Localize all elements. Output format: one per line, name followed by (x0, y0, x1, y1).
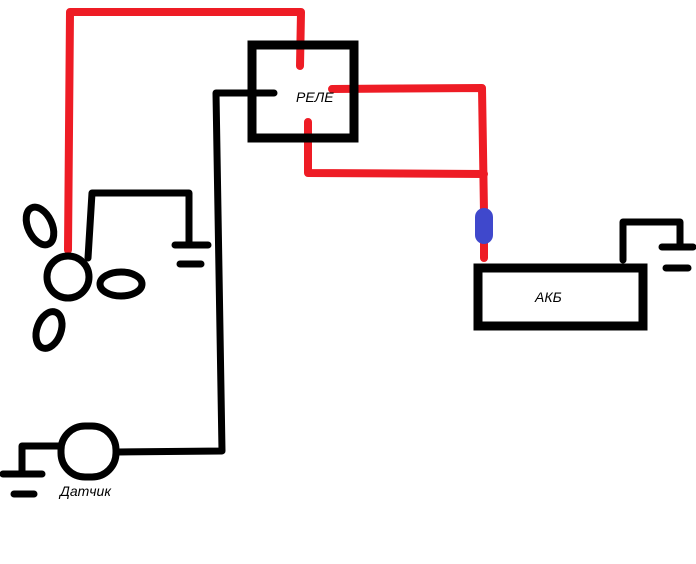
relay-label: РЕЛЕ (296, 89, 334, 105)
fan-blade-top (22, 203, 58, 249)
fan-hub (43, 252, 93, 302)
fan-icon (22, 203, 146, 352)
red-wire-relay-return (304, 118, 488, 178)
battery-label: АКБ (534, 289, 562, 305)
black-wire-relay-to-sensor (114, 89, 278, 456)
battery-box (473, 263, 648, 331)
sensor-icon (57, 422, 120, 481)
red-wire-fan-to-relay (64, 8, 305, 254)
fan-blade-right (96, 268, 146, 300)
fuse-icon (475, 208, 493, 244)
sensor-label: Датчик (58, 483, 112, 499)
fan-blade-bottom (32, 308, 66, 352)
black-wire-battery-ground (619, 218, 684, 264)
black-wire-sensor-ground (18, 442, 65, 476)
black-wire-fan-ground (84, 189, 193, 262)
